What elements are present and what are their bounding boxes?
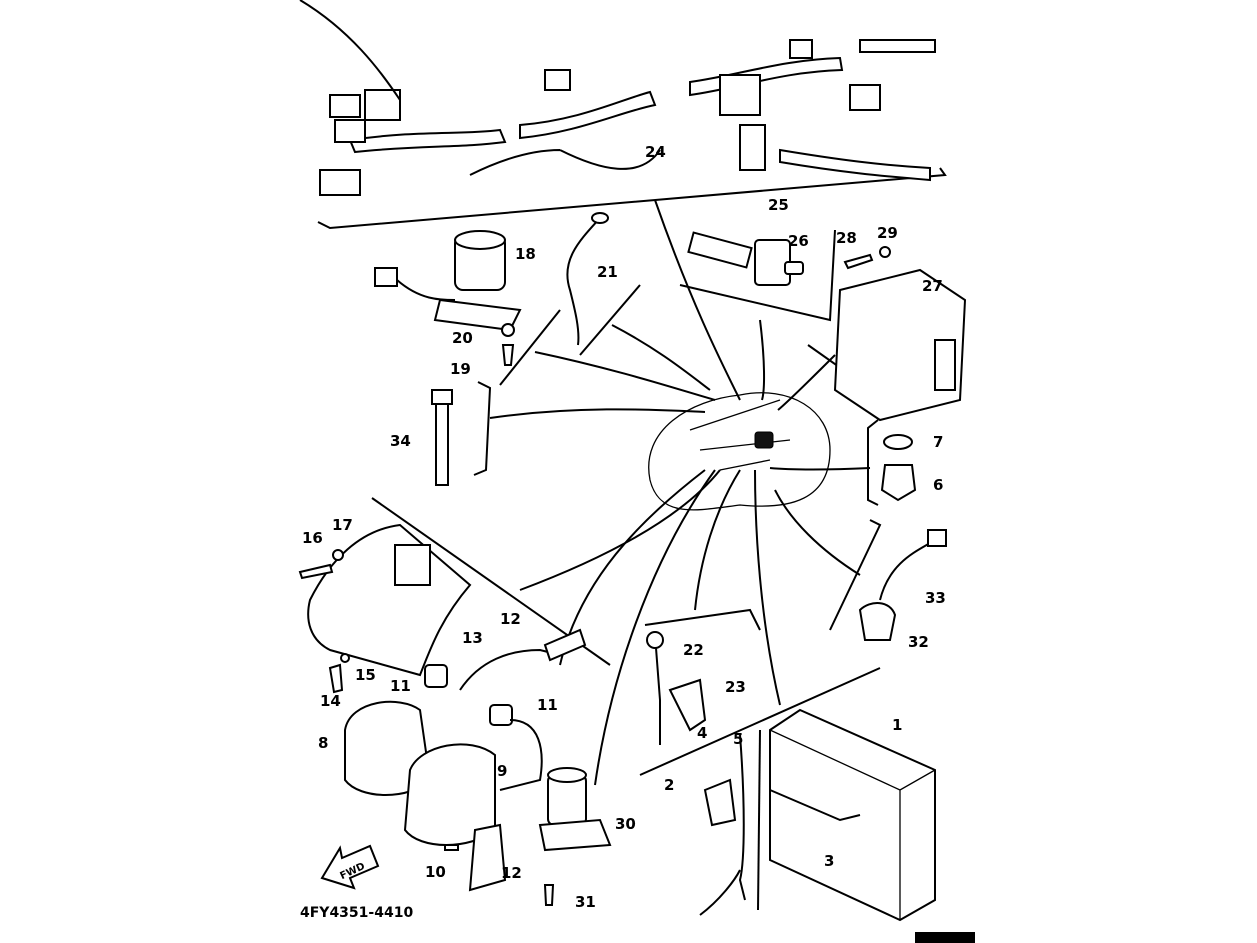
switch-part bbox=[858, 529, 947, 641]
callout-12: 12 bbox=[501, 864, 522, 882]
callout-6: 6 bbox=[933, 476, 943, 494]
ignition-coil-part bbox=[344, 628, 587, 892]
callout-24: 24 bbox=[645, 143, 666, 161]
corner-mark bbox=[915, 932, 975, 943]
callout-22: 22 bbox=[683, 641, 704, 659]
control-unit-part bbox=[833, 268, 967, 422]
callout-10: 10 bbox=[425, 863, 446, 881]
callout-14: 14 bbox=[320, 692, 341, 710]
callout-9: 9 bbox=[497, 762, 507, 780]
callout-2: 2 bbox=[664, 776, 674, 794]
callout-16: 16 bbox=[302, 529, 323, 547]
callout-20: 20 bbox=[452, 329, 473, 347]
callout-29: 29 bbox=[877, 224, 898, 242]
callout-11: 11 bbox=[390, 677, 411, 695]
callout-5: 5 bbox=[733, 730, 743, 748]
neutral-switch-part bbox=[880, 434, 917, 502]
section-dividers bbox=[317, 167, 956, 776]
callout-28: 28 bbox=[836, 229, 857, 247]
callout-18: 18 bbox=[515, 245, 536, 263]
frame-outline bbox=[648, 392, 831, 511]
connector-icon bbox=[754, 431, 774, 449]
relay-part bbox=[687, 231, 804, 286]
callout-30: 30 bbox=[615, 815, 636, 833]
callout-27: 27 bbox=[922, 277, 943, 295]
callout-34: 34 bbox=[390, 432, 411, 450]
callout-33: 33 bbox=[925, 589, 946, 607]
cover-part bbox=[298, 523, 472, 694]
callout-4: 4 bbox=[697, 724, 707, 742]
wire-harness-part bbox=[299, 0, 936, 196]
callout-26: 26 bbox=[788, 232, 809, 250]
callout-17: 17 bbox=[332, 516, 353, 534]
callout-31: 31 bbox=[575, 893, 596, 911]
band-part bbox=[431, 389, 453, 486]
callout-32: 32 bbox=[908, 633, 929, 651]
callout-15: 15 bbox=[355, 666, 376, 684]
callout-8: 8 bbox=[318, 734, 328, 752]
screw-washer bbox=[843, 246, 891, 270]
callout-13: 13 bbox=[462, 629, 483, 647]
callout-21: 21 bbox=[597, 263, 618, 281]
callout-12: 12 bbox=[500, 610, 521, 628]
fwd-arrow-icon: FWD bbox=[320, 844, 380, 890]
sensor-part bbox=[566, 212, 609, 346]
diagram-code: 4FY4351-4410 bbox=[300, 905, 413, 921]
callout-23: 23 bbox=[725, 678, 746, 696]
starter-relay-part bbox=[538, 767, 612, 906]
main-switch-part bbox=[374, 230, 522, 332]
callout-7: 7 bbox=[933, 433, 943, 451]
sender-part bbox=[646, 631, 707, 745]
callout-11: 11 bbox=[537, 696, 558, 714]
callout-3: 3 bbox=[824, 852, 834, 870]
callout-19: 19 bbox=[450, 360, 471, 378]
battery-part bbox=[699, 708, 936, 922]
callout-1: 1 bbox=[892, 716, 902, 734]
bolt-part bbox=[501, 323, 515, 366]
callout-25: 25 bbox=[768, 196, 789, 214]
